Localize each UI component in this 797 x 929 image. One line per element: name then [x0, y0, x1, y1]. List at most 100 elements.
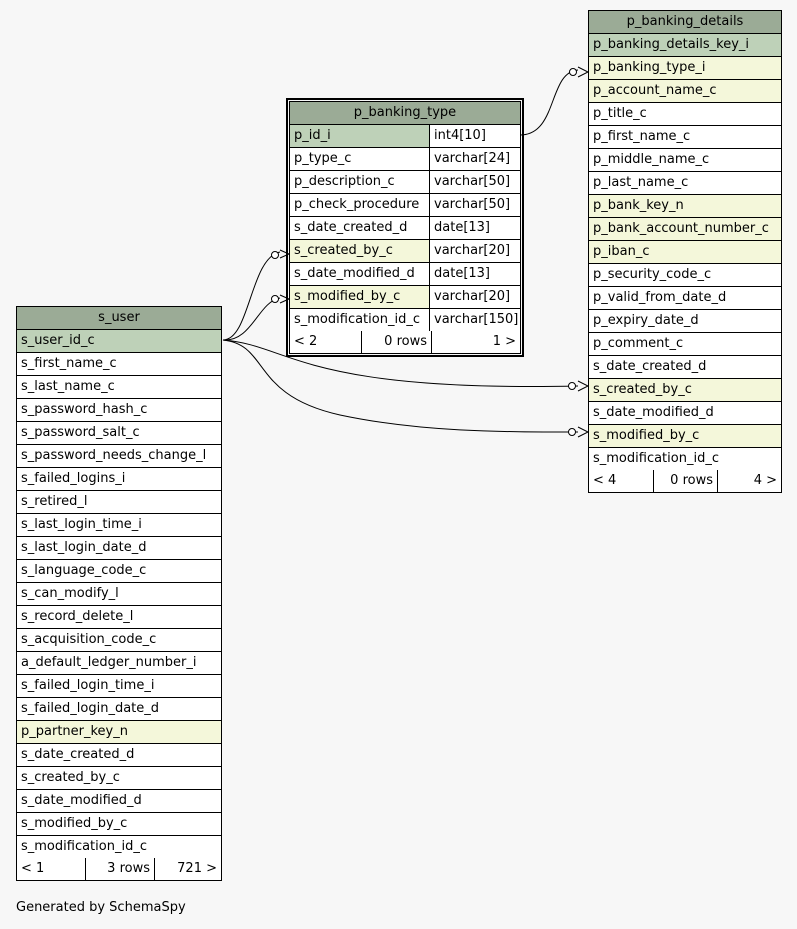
footer-parents[interactable]: < 2: [294, 334, 318, 349]
column-row[interactable]: p_partner_key_n: [17, 721, 221, 744]
column-row[interactable]: s_can_modify_l: [17, 583, 221, 606]
column-row[interactable]: s_failed_login_date_d: [17, 698, 221, 721]
footer-children[interactable]: 1 >: [431, 331, 520, 353]
column-row[interactable]: p_bank_account_number_c: [589, 218, 781, 241]
column-name: p_partner_key_n: [17, 721, 221, 743]
column-row[interactable]: s_language_code_c: [17, 560, 221, 583]
column-row[interactable]: s_failed_login_time_i: [17, 675, 221, 698]
edge-user-to-banking-details-modified-by: [222, 339, 579, 433]
column-name: p_bank_account_number_c: [589, 218, 781, 240]
column-row[interactable]: s_date_modified_d: [17, 790, 221, 813]
edge-end-circle: [569, 68, 577, 76]
column-name: s_created_by_c: [290, 240, 429, 262]
edge-end-circle: [271, 295, 279, 303]
column-row[interactable]: s_first_name_c: [17, 353, 221, 376]
column-row[interactable]: s_password_needs_change_l: [17, 445, 221, 468]
column-row[interactable]: a_default_ledger_number_i: [17, 652, 221, 675]
column-row[interactable]: s_retired_l: [17, 491, 221, 514]
column-row[interactable]: s_user_id_c: [17, 330, 221, 353]
column-row[interactable]: p_banking_type_i: [589, 57, 781, 80]
column-name: s_last_login_time_i: [21, 517, 142, 532]
column-row[interactable]: p_expiry_date_d: [589, 310, 781, 333]
crowfoot-icon: [279, 294, 291, 304]
column-row[interactable]: p_description_c varchar[50]: [290, 171, 520, 194]
column-row[interactable]: s_acquisition_code_c: [17, 629, 221, 652]
column-row[interactable]: s_failed_logins_i: [17, 468, 221, 491]
column-row[interactable]: p_comment_c: [589, 333, 781, 356]
table-p-banking-details[interactable]: p_banking_details p_banking_details_key_…: [588, 10, 782, 493]
column-name: p_description_c: [294, 174, 395, 189]
footer-children[interactable]: 4 >: [717, 470, 781, 492]
column-name: p_banking_type_i: [589, 57, 781, 79]
crowfoot-icon: [279, 249, 291, 259]
column-name: s_password_salt_c: [21, 425, 140, 440]
column-row[interactable]: s_password_salt_c: [17, 422, 221, 445]
column-row[interactable]: s_modified_by_c: [17, 813, 221, 836]
column-row[interactable]: s_date_created_d: [17, 744, 221, 767]
edge-user-to-banking-type-modified-by: [222, 297, 281, 341]
table-footer: < 2 0 rows 1 >: [290, 331, 520, 353]
column-name: s_date_modified_d: [21, 793, 142, 808]
column-row[interactable]: s_last_login_date_d: [17, 537, 221, 560]
column-name: s_language_code_c: [21, 563, 147, 578]
column-row[interactable]: s_created_by_c: [17, 767, 221, 790]
table-title: p_banking_type: [290, 102, 520, 125]
column-row[interactable]: p_valid_from_date_d: [589, 287, 781, 310]
column-name: s_failed_logins_i: [21, 471, 126, 486]
column-row[interactable]: s_date_modified_d: [589, 402, 781, 425]
column-row[interactable]: s_modification_id_c: [17, 836, 221, 858]
column-row[interactable]: s_last_login_time_i: [17, 514, 221, 537]
column-row[interactable]: s_created_by_c: [589, 379, 781, 402]
footer-parents[interactable]: < 1: [21, 861, 45, 876]
column-name: p_security_code_c: [593, 267, 712, 282]
column-row[interactable]: p_first_name_c: [589, 126, 781, 149]
column-row[interactable]: p_title_c: [589, 103, 781, 126]
column-row[interactable]: s_modified_by_c: [589, 425, 781, 448]
column-row[interactable]: p_account_name_c: [589, 80, 781, 103]
column-row[interactable]: s_last_name_c: [17, 376, 221, 399]
column-row[interactable]: p_middle_name_c: [589, 149, 781, 172]
column-name: p_banking_details_key_i: [589, 34, 781, 56]
edge-end-circle: [271, 251, 279, 259]
column-row[interactable]: p_security_code_c: [589, 264, 781, 287]
edge-end-circle: [568, 428, 576, 436]
column-name: s_modification_id_c: [21, 839, 147, 854]
column-row[interactable]: s_record_delete_l: [17, 606, 221, 629]
column-type: varchar[50]: [429, 171, 520, 193]
column-row[interactable]: p_banking_details_key_i: [589, 34, 781, 57]
column-row[interactable]: p_last_name_c: [589, 172, 781, 195]
footer-children[interactable]: 721 >: [154, 858, 221, 880]
column-type: varchar[20]: [429, 286, 520, 308]
column-row[interactable]: s_modification_id_c: [589, 448, 781, 470]
table-footer: < 1 3 rows 721 >: [17, 858, 221, 880]
column-name: s_user_id_c: [17, 330, 221, 352]
column-name: p_comment_c: [593, 336, 684, 351]
column-name: p_last_name_c: [593, 175, 689, 190]
column-type: date[13]: [429, 217, 520, 239]
column-name: s_last_name_c: [21, 379, 115, 394]
column-name: s_acquisition_code_c: [21, 632, 157, 647]
column-name: s_failed_login_date_d: [21, 701, 160, 716]
column-row[interactable]: s_password_hash_c: [17, 399, 221, 422]
column-name: p_check_procedure: [294, 197, 420, 212]
footer-parents[interactable]: < 4: [593, 473, 617, 488]
table-title: p_banking_details: [589, 11, 781, 34]
edge-user-to-banking-details-created-by: [222, 339, 579, 388]
column-row[interactable]: p_bank_key_n: [589, 195, 781, 218]
column-name: p_type_c: [294, 151, 352, 166]
column-name: p_valid_from_date_d: [593, 290, 727, 305]
column-name: p_account_name_c: [589, 80, 781, 102]
column-row[interactable]: s_date_created_d: [589, 356, 781, 379]
column-name: p_id_i: [290, 125, 429, 147]
column-row[interactable]: p_iban_c: [589, 241, 781, 264]
